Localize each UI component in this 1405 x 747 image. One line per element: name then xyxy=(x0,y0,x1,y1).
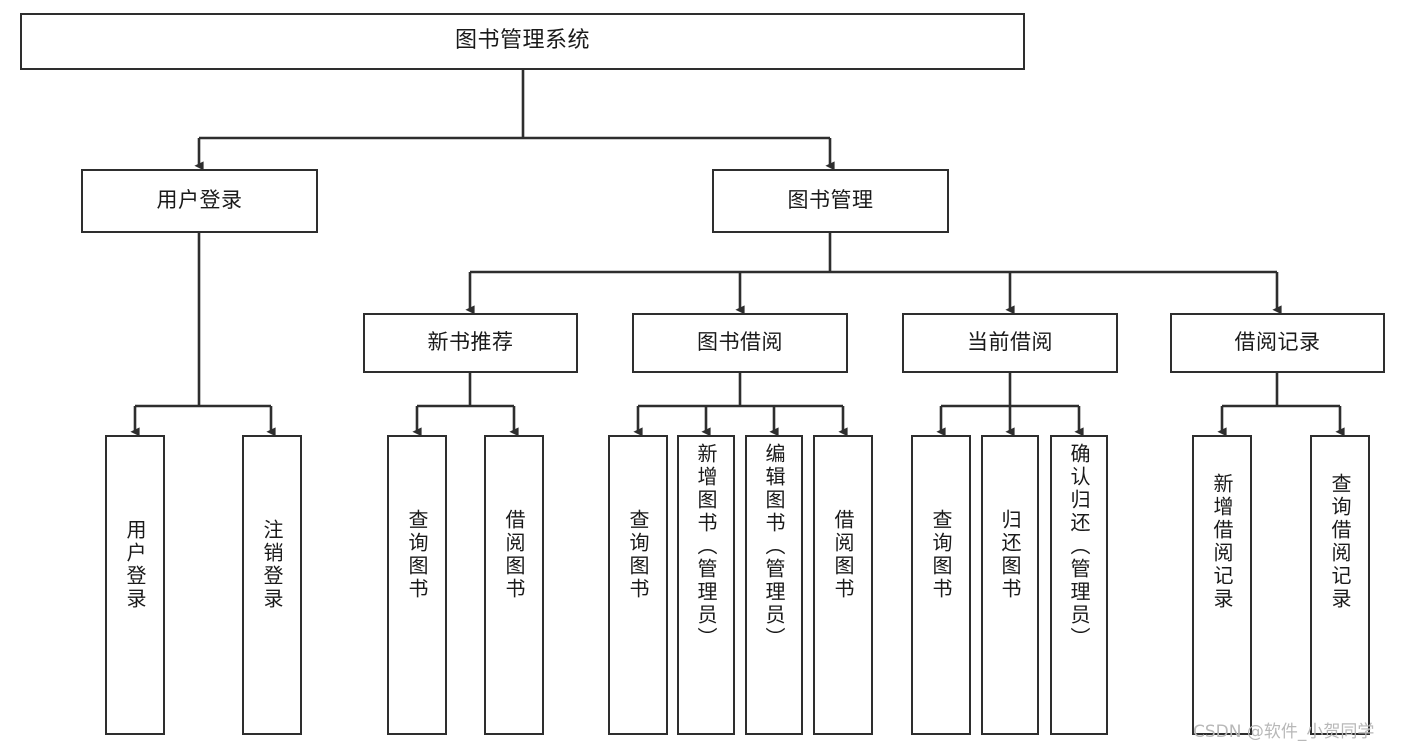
node-label: 新增借阅记录 xyxy=(1210,473,1234,611)
node-label: 归还图书 xyxy=(998,509,1022,601)
node-label: 查询图书 xyxy=(929,509,953,601)
node-label: 借阅图书 xyxy=(831,509,855,601)
node-label: 借阅记录 xyxy=(1234,330,1321,355)
node-label: 新增图书（管理员） xyxy=(694,443,718,650)
node-label: 图书管理 xyxy=(787,188,874,213)
node-label: 新书推荐 xyxy=(427,330,514,355)
node-label: 确认归还（管理员） xyxy=(1067,443,1091,650)
node-book-borrow[interactable]: 图书借阅 xyxy=(632,313,848,373)
node-label: 查询借阅记录 xyxy=(1328,473,1352,611)
node-label: 查询图书 xyxy=(626,509,650,601)
leaf-confirm-return-admin[interactable]: 确认归还（管理员） xyxy=(1050,435,1108,735)
node-borrow-record[interactable]: 借阅记录 xyxy=(1170,313,1385,373)
leaf-user-login[interactable]: 用户登录 xyxy=(105,435,165,735)
leaf-return-book[interactable]: 归还图书 xyxy=(981,435,1039,735)
node-book-manage[interactable]: 图书管理 xyxy=(712,169,949,233)
node-label: 编辑图书（管理员） xyxy=(762,443,786,650)
leaf-query-book-current[interactable]: 查询图书 xyxy=(911,435,971,735)
node-user-login[interactable]: 用户登录 xyxy=(81,169,318,233)
csdn-watermark: CSDN @软件_小贺同学 xyxy=(1193,722,1375,742)
node-new-book-recommend[interactable]: 新书推荐 xyxy=(363,313,578,373)
node-label: 用户登录 xyxy=(156,188,243,213)
leaf-logout-login[interactable]: 注销登录 xyxy=(242,435,302,735)
leaf-add-borrow-record[interactable]: 新增借阅记录 xyxy=(1192,435,1252,735)
leaf-edit-book-admin[interactable]: 编辑图书（管理员） xyxy=(745,435,803,735)
leaf-query-borrow-record[interactable]: 查询借阅记录 xyxy=(1310,435,1370,735)
node-label: 查询图书 xyxy=(405,509,429,601)
node-label: 借阅图书 xyxy=(502,509,526,601)
node-current-borrow[interactable]: 当前借阅 xyxy=(902,313,1118,373)
node-label: 当前借阅 xyxy=(967,330,1053,355)
leaf-borrow-book-borrow[interactable]: 借阅图书 xyxy=(813,435,873,735)
leaf-query-book-recommend[interactable]: 查询图书 xyxy=(387,435,447,735)
node-label: 图书借阅 xyxy=(697,330,783,355)
leaf-add-book-admin[interactable]: 新增图书（管理员） xyxy=(677,435,735,735)
node-label: 用户登录 xyxy=(123,519,147,611)
node-root-book-management-system[interactable]: 图书管理系统 xyxy=(20,13,1025,70)
node-label: 图书管理系统 xyxy=(454,28,590,54)
leaf-borrow-book-recommend[interactable]: 借阅图书 xyxy=(484,435,544,735)
node-label: 注销登录 xyxy=(260,519,284,611)
leaf-query-book-borrow[interactable]: 查询图书 xyxy=(608,435,668,735)
